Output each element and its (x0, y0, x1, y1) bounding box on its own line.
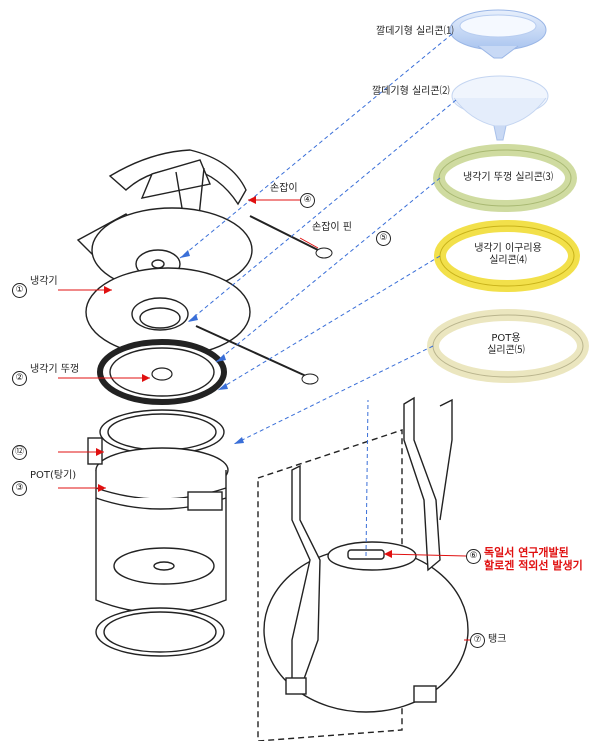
cooler-lid (97, 339, 227, 405)
label-silicone-5-line2: 실리콘⑸ (487, 345, 525, 356)
label-silicone-4: 냉각기 이구리용 실리콘⑷ (462, 243, 554, 267)
label-cooler-lid: 냉각기 뚜껑 (30, 364, 80, 375)
handle-pin (195, 215, 333, 385)
leader-lines-red (58, 199, 470, 641)
red-arrowheads (96, 196, 392, 558)
leader-arrowheads (180, 250, 244, 444)
funnel-silicone-1 (449, 9, 547, 59)
label-pot: POT(탕기) (30, 470, 77, 481)
label-silicone-1: 깔데기형 실리콘⑴ (376, 26, 454, 37)
label-tank: 탱크 (488, 634, 507, 645)
leader-lines-blue (179, 33, 457, 557)
label-uv-line1: 독일서 연구개발된 (484, 546, 569, 559)
pot (87, 409, 229, 657)
label-silicone-4-line1: 냉각기 이구리용 (474, 243, 542, 254)
number-3: ③ (12, 481, 27, 496)
label-silicone-2: 깔데기형 실리콘⑵ (372, 86, 450, 97)
label-uv-line2: 할로겐 적외선 발생기 (484, 559, 583, 573)
label-silicone-3: 냉각기 뚜껑 실리콘⑶ (463, 172, 553, 183)
label-handle: 손잡이 (270, 183, 298, 194)
number-4: ④ (300, 193, 315, 208)
number-5: ⑤ (376, 231, 391, 246)
number-12: ⑫ (12, 445, 27, 460)
label-cooler: 냉각기 (30, 276, 58, 287)
label-silicone-4-line2: 실리콘⑷ (489, 255, 527, 266)
label-uv-generator: 독일서 연구개발된 할로겐 적외선 발생기 (484, 546, 583, 572)
number-1: ① (12, 283, 27, 298)
number-6: ⑥ (466, 549, 481, 564)
cooler-lid-silicone-3 (433, 144, 577, 212)
number-2: ② (12, 371, 27, 386)
number-7: ⑦ (470, 633, 485, 648)
label-silicone-5-line1: POT용 (491, 333, 521, 344)
tank (257, 396, 469, 742)
cooler-body (85, 207, 253, 357)
funnel-silicone-2 (451, 75, 549, 141)
label-handle-pin: 손잡이 핀 (312, 222, 352, 233)
label-silicone-5: POT용 실리콘⑸ (470, 333, 542, 357)
